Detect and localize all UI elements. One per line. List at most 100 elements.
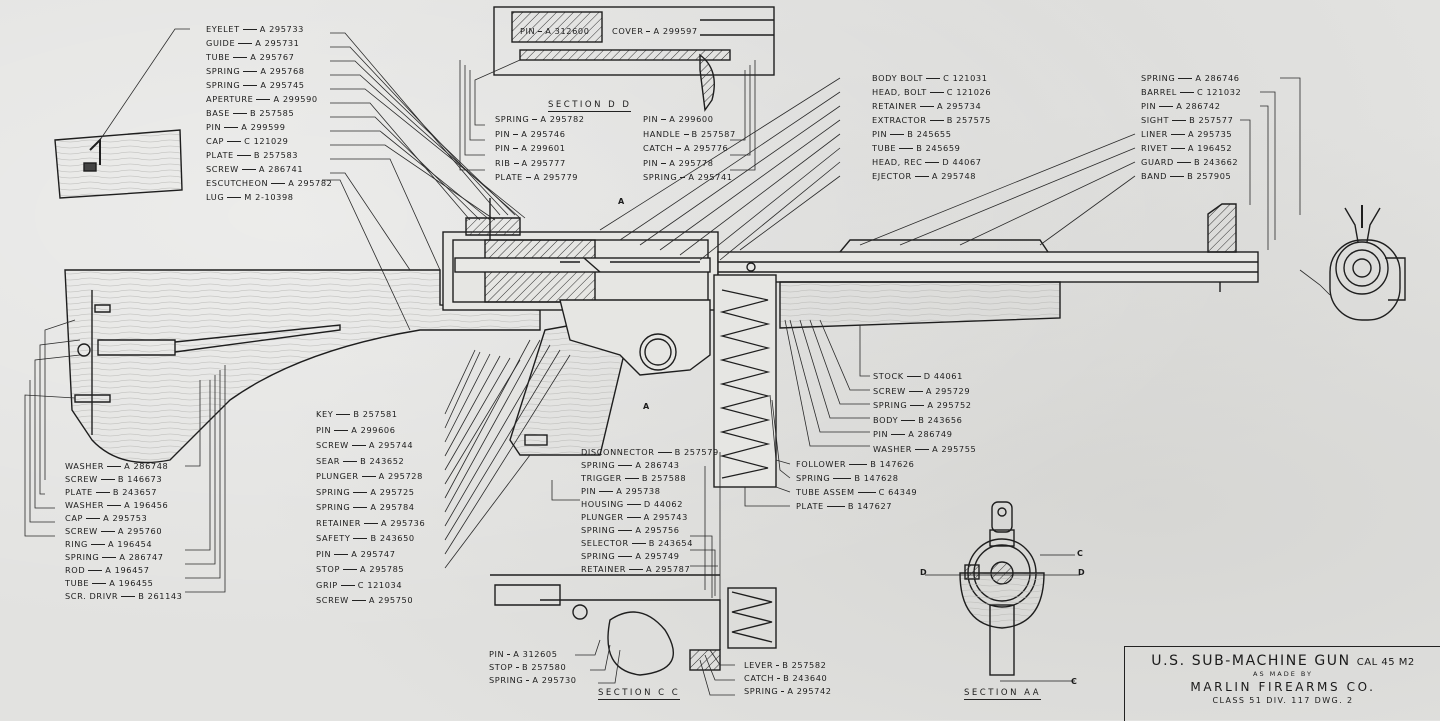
leader-dash <box>929 92 944 93</box>
part-number: A 312600 <box>545 26 590 36</box>
part-name: Pin <box>489 649 505 659</box>
part-name: Grip <box>316 579 338 590</box>
part-name: Retainer <box>581 564 627 574</box>
part-number: A 295725 <box>370 486 415 497</box>
part-name: Lever <box>744 660 774 670</box>
part-number: A 295731 <box>255 38 300 48</box>
part-name: Cap <box>65 513 84 523</box>
leader-dash <box>107 466 122 467</box>
leader-dash <box>351 445 366 446</box>
part-label: TriggerB 257588 <box>581 473 686 483</box>
part-label: ScrewA 295744 <box>316 440 413 450</box>
leader-dash <box>507 654 511 655</box>
leader-dash <box>107 505 122 506</box>
part-name: Trigger <box>581 473 622 483</box>
part-number: A 312605 <box>513 649 558 659</box>
part-label: PinA 299601 <box>495 143 566 153</box>
part-name: Pin <box>520 26 536 36</box>
part-label: HousingD 44062 <box>581 499 683 509</box>
leader-dash <box>86 518 101 519</box>
part-name: Tube <box>872 143 897 153</box>
part-label: SpringA 295749 <box>581 551 680 561</box>
part-label: StopA 295785 <box>316 564 404 574</box>
leader-dash <box>910 405 925 406</box>
leader-dash <box>364 522 379 524</box>
leader-dash <box>92 583 107 584</box>
part-label: RetainerA 295736 <box>316 518 425 528</box>
part-number: D 44061 <box>923 371 963 381</box>
part-number: A 295760 <box>117 526 163 536</box>
part-label: Head, RecD 44067 <box>872 157 982 167</box>
part-name: Screw <box>316 595 349 605</box>
part-label: WasherA 295755 <box>873 444 976 454</box>
part-name: Cap <box>206 136 225 146</box>
part-number: A 196455 <box>109 578 154 588</box>
part-name: Plate <box>796 501 824 511</box>
part-label: CoverA 299597 <box>612 26 698 36</box>
part-number: A 196452 <box>1187 143 1233 153</box>
section-aa-title: Section AA <box>964 688 1042 700</box>
part-label: FollowerB 147626 <box>796 459 914 469</box>
leader-dash <box>351 600 366 601</box>
leader-dash <box>781 691 785 692</box>
part-name: Spring <box>1141 73 1176 83</box>
section-marker-d-left: D <box>920 568 927 577</box>
part-number: A 295743 <box>643 512 688 522</box>
part-label: PinA 286749 <box>873 429 953 439</box>
part-label: Body BoltC 121031 <box>872 73 988 83</box>
part-number: B 257905 <box>1187 171 1232 181</box>
part-number: B 147627 <box>847 501 893 511</box>
part-number: A 286743 <box>635 460 680 470</box>
leader-dash <box>777 678 781 679</box>
part-name: Sear <box>316 455 341 466</box>
leader-dash <box>343 460 358 462</box>
part-number: A 295730 <box>532 675 577 685</box>
leader-dash <box>243 85 258 86</box>
part-name: Spring <box>581 460 616 470</box>
part-number: C 121031 <box>943 73 988 83</box>
leader-dash <box>513 133 519 135</box>
leader-dash <box>899 148 914 149</box>
part-number: C 121029 <box>244 136 289 146</box>
part-label: PinA 299599 <box>206 122 286 132</box>
part-label: SpringA 295725 <box>316 487 415 497</box>
leader-dash <box>538 31 543 32</box>
leader-dash <box>631 543 646 544</box>
part-name: Spring <box>873 400 908 410</box>
part-name: Head, Bolt <box>872 87 927 97</box>
part-name: Escutcheon <box>206 178 269 188</box>
part-label: GuideA 295731 <box>206 38 300 48</box>
part-label: EscutcheonA 295782 <box>206 178 332 188</box>
part-number: A 295741 <box>688 172 733 182</box>
part-label: GuardB 243662 <box>1141 157 1238 167</box>
part-name: Washer <box>65 461 105 471</box>
leader-dash <box>121 596 136 597</box>
part-name: Screw <box>65 474 98 484</box>
part-label: SpringB 147628 <box>796 473 899 483</box>
part-label: PinA 295747 <box>316 549 396 559</box>
part-label: SightB 257577 <box>1141 115 1233 125</box>
section-marker-a-top: A <box>618 197 625 206</box>
leader-dash <box>629 569 644 570</box>
part-label: SpringA 286747 <box>65 552 164 562</box>
barrel <box>717 251 1259 283</box>
part-name: Follower <box>796 459 847 469</box>
part-name: Body <box>873 414 899 425</box>
leader-dash <box>342 569 357 570</box>
leader-dash <box>920 106 935 107</box>
part-number: A 286747 <box>119 552 164 562</box>
front-sight <box>1207 203 1237 253</box>
part-number: C 64349 <box>878 487 918 497</box>
part-label: WasherA 196456 <box>65 500 168 510</box>
title-block: U.S. Sub-Machine Gun Cal 45 M2 As made b… <box>1124 646 1440 721</box>
part-label: RetainerA 295787 <box>581 564 690 574</box>
part-name: Spring <box>643 172 678 182</box>
leader-dash <box>526 680 530 681</box>
part-name: Base <box>206 108 230 118</box>
part-name: Retainer <box>316 517 362 528</box>
part-name: Safety <box>316 533 351 543</box>
part-name: Disconnector <box>581 447 655 457</box>
part-label: Pin A 312605 <box>489 649 558 659</box>
part-label: SpringA 295784 <box>316 502 415 512</box>
part-label: CatchA 295776 <box>643 143 728 153</box>
